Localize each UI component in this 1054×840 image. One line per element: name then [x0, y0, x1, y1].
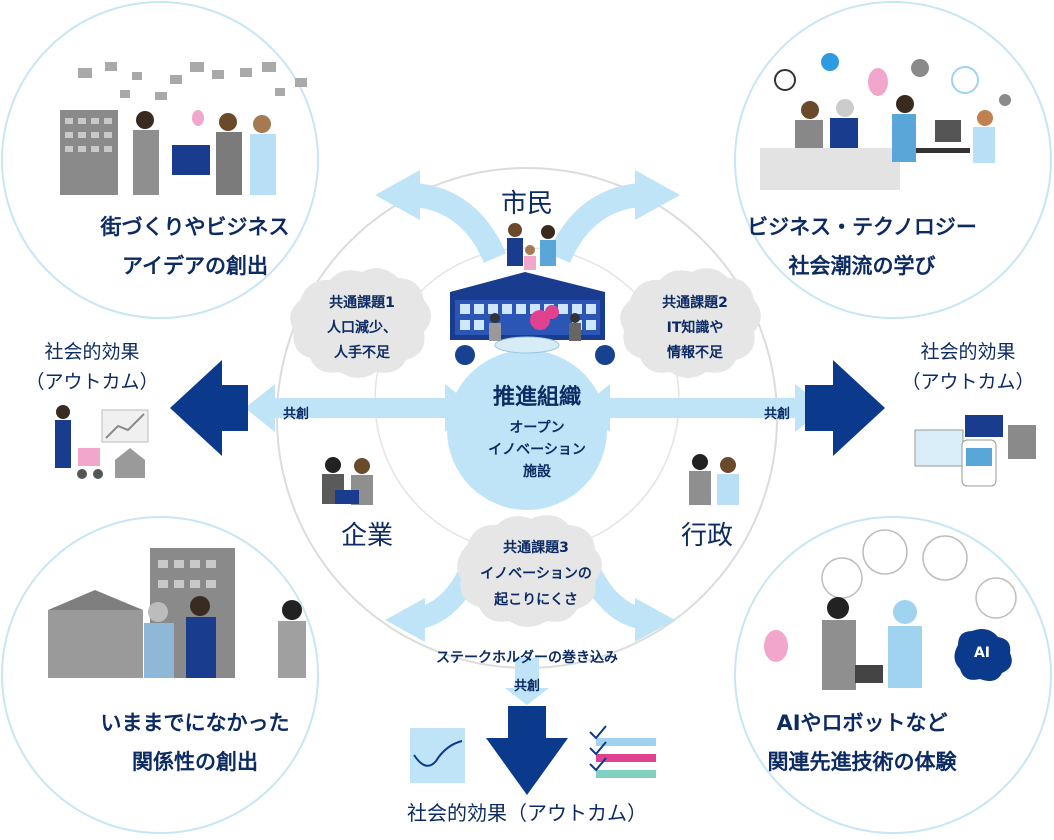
- corner-bottom-right-line2: 関連先進技術の体験: [768, 750, 958, 774]
- center-sub-3: 施設: [523, 463, 552, 480]
- corner-circle-top-left: [1, 1, 319, 319]
- outcome-right-line1: 社会的効果: [920, 341, 1015, 363]
- center-sub-1: オープン: [509, 420, 564, 436]
- citizen-figures: [507, 223, 556, 270]
- relationship-illustration: [48, 548, 306, 678]
- outcome-chart-illustration: [410, 728, 465, 783]
- outcome-arrow-bottom: [486, 706, 568, 795]
- issue2-line2: 情報不足: [667, 344, 724, 361]
- arrow-to-top-right: [547, 183, 642, 264]
- issue1-line1: 人口減少、: [327, 319, 397, 336]
- issue-cloud-1: [290, 268, 431, 378]
- ai-badge-text: AI: [974, 645, 990, 661]
- corner-bottom-left-line1: いままでになかった: [101, 711, 290, 735]
- cocreation-label-right: 共創: [764, 406, 790, 422]
- arrow-head-bottom-left: [385, 598, 425, 642]
- innovation-building-illustration: [450, 272, 615, 365]
- government-figures: [689, 454, 739, 505]
- town-business-illustration: [60, 62, 307, 195]
- stakeholder-company: 企業: [341, 521, 393, 551]
- stakeholder-involvement-label: ステークホルダーの巻き込み: [436, 649, 618, 666]
- outcome-devices-illustration: [914, 415, 1036, 487]
- cocreation-arrow-down: [515, 658, 539, 690]
- outcome-bottom-label: 社会的効果（アウトカム）: [407, 801, 647, 825]
- outcome-family-illustration: [55, 405, 149, 479]
- issue2-line1: IT知識や: [667, 319, 724, 336]
- arrow-head-bottom-right: [635, 598, 675, 642]
- corner-top-right-line2: 社会潮流の学び: [788, 254, 936, 278]
- center-title: 推進組織: [493, 384, 581, 410]
- cocreation-arrow-down-head: [505, 688, 549, 705]
- outcome-left-line2: （アウトカム）: [25, 371, 158, 393]
- arrow-to-top-left: [413, 183, 507, 264]
- ai-robot-illustration: AI: [764, 529, 1017, 690]
- issue3-line1: イノベーションの: [480, 566, 592, 582]
- outcome-arrow-left: [170, 360, 248, 456]
- center-circle: [447, 350, 607, 510]
- cocreation-arrow-left: [245, 384, 475, 432]
- outcome-right-line2: （アウトカム）: [901, 371, 1034, 393]
- issue1-line2: 人手不足: [334, 344, 391, 361]
- company-figures: [322, 457, 373, 505]
- issue-cloud-2: [620, 268, 761, 378]
- stakeholder-government: 行政: [681, 521, 733, 551]
- stakeholder-citizen: 市民: [501, 189, 553, 219]
- corner-bottom-right-line1: AIやロボットなど: [776, 711, 947, 735]
- corner-top-left-line1: 街づくりやビジネス: [100, 215, 290, 239]
- tech-learning-illustration: [760, 53, 1011, 190]
- arrow-head-top-right: [635, 170, 680, 220]
- issue-cloud-3: [457, 515, 602, 627]
- corner-bottom-left-line2: 関係性の創出: [132, 750, 258, 774]
- outcome-left-line1: 社会的効果: [44, 341, 139, 363]
- issue1-title: 共通課題1: [329, 294, 395, 311]
- corner-top-left-line2: アイデアの創出: [122, 254, 268, 278]
- issue3-title: 共通課題3: [503, 539, 569, 556]
- cocreation-arrow-right: [580, 384, 825, 432]
- outcome-checklist-illustration: [589, 725, 656, 778]
- issue3-line2: 起こりにくさ: [493, 591, 578, 608]
- outcome-arrow-right: [805, 360, 885, 456]
- center-sub-2: イノベーション: [488, 442, 586, 458]
- cocreation-label-left: 共創: [283, 406, 309, 422]
- cocreation-label-bottom: 共創: [514, 678, 540, 694]
- issue2-title: 共通課題2: [662, 294, 728, 311]
- arrow-head-top-left: [375, 170, 420, 220]
- corner-top-right-line1: ビジネス・テクノロジー: [747, 215, 977, 239]
